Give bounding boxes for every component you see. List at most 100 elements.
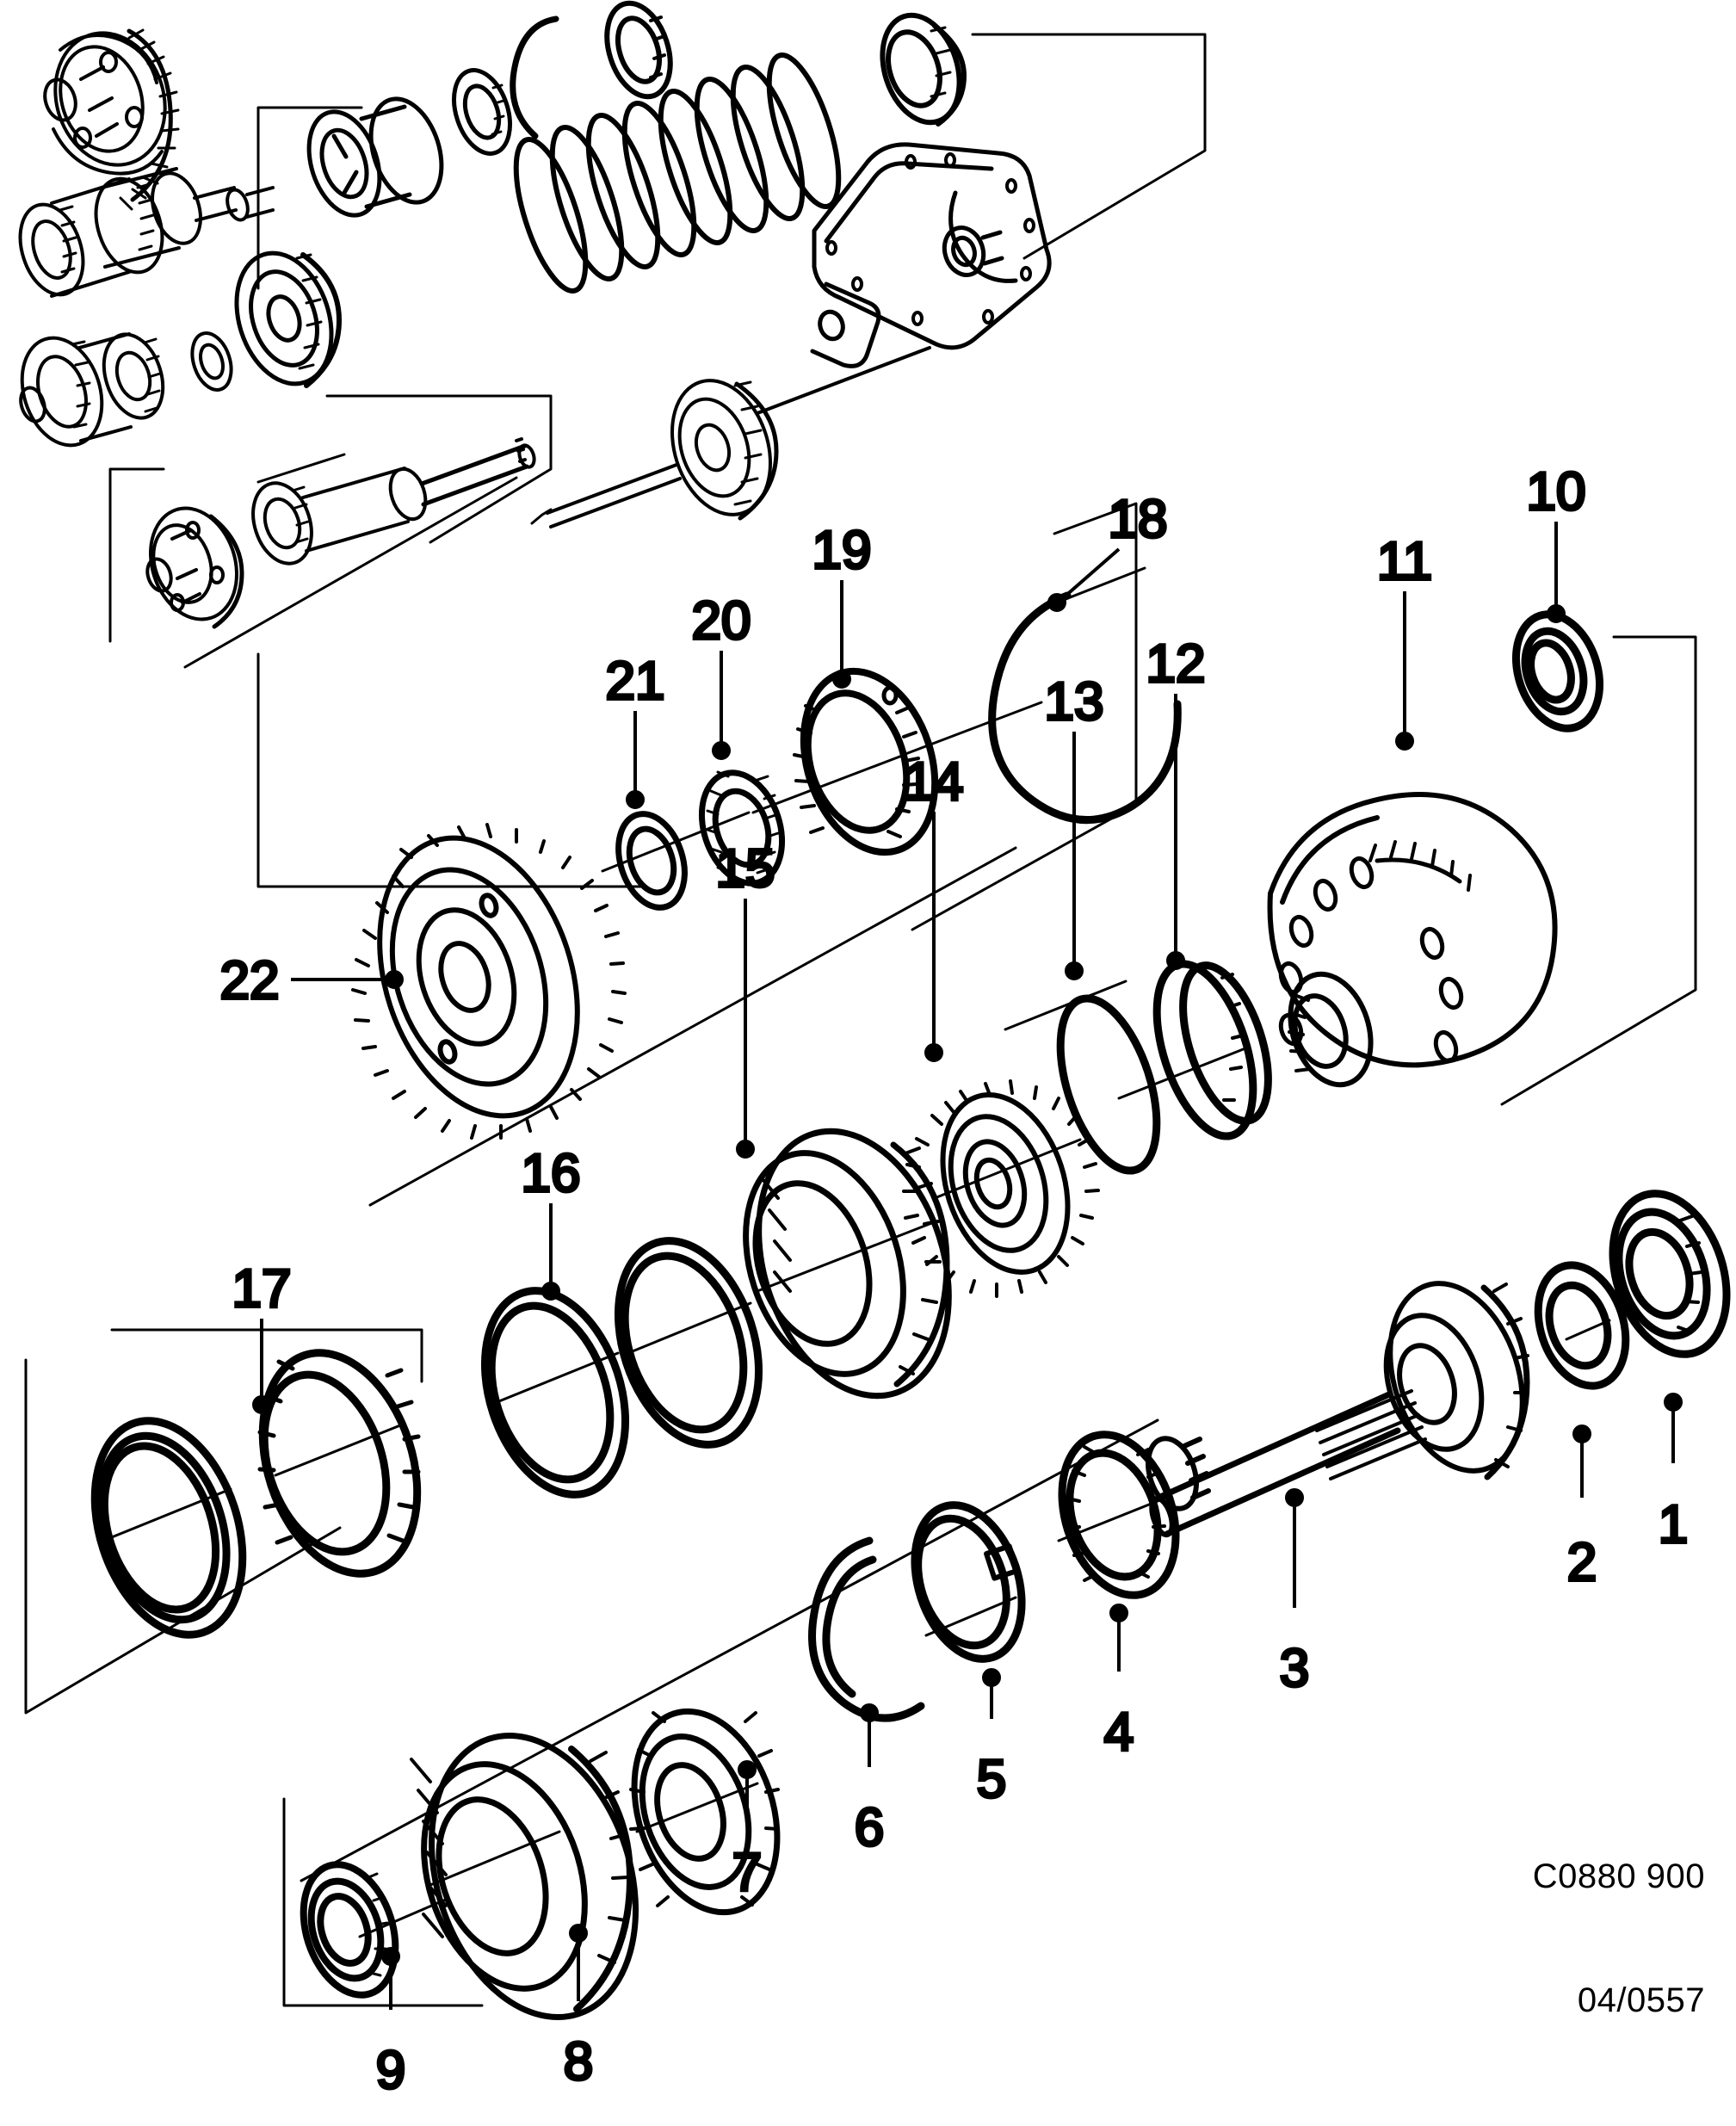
callout-10: 10 — [1525, 460, 1587, 623]
callout-10-label: 10 — [1527, 462, 1586, 522]
callout-18: 18 — [1047, 488, 1169, 612]
bevel-teeth-11 — [1368, 840, 1472, 892]
callout-14: 14 — [903, 751, 965, 1062]
needles-19 — [793, 704, 920, 838]
callout-16: 16 — [520, 1142, 582, 1301]
axis-indicator-lines — [102, 453, 1611, 1938]
part-differential-cage-top — [43, 28, 180, 211]
spline-teeth-11 — [1288, 993, 1312, 1072]
part-9-thrust-washer — [300, 1861, 399, 1999]
callout-11: 11 — [1375, 530, 1434, 751]
part-bearing-top-left — [452, 68, 512, 156]
gear-teeth-14 — [902, 1079, 1100, 1298]
part-snap-ring-top — [510, 15, 559, 139]
part-6-circlip — [808, 1536, 925, 1722]
part-roller-sleeve-shaft — [251, 437, 536, 565]
part-12-bearing-outer-race — [1152, 960, 1272, 1140]
part-clutch-drum — [306, 96, 444, 218]
callout-19-label: 19 — [812, 521, 872, 580]
callout-5: 5 — [975, 1668, 1008, 1811]
callout-9-label: 9 — [376, 2041, 405, 2100]
bracket-top-right — [971, 33, 1207, 260]
part-2-bearing-race — [1534, 1261, 1630, 1390]
callout-4-label: 4 — [1104, 1703, 1134, 1762]
callout-5-label: 5 — [977, 1750, 1006, 1809]
drawing-footer: C0880 900 04/0557 — [1533, 1773, 1705, 2104]
callout-22: 22 — [219, 949, 404, 1012]
callout-2: 2 — [1566, 1425, 1598, 1594]
part-5-snap-ring — [911, 1501, 1026, 1663]
rollers-1 — [1677, 1214, 1703, 1333]
callout-16-label: 16 — [522, 1144, 581, 1203]
callout-7: 7 — [731, 1760, 763, 1904]
callout-8: 8 — [562, 1924, 595, 2093]
part-clutch-plate-stack — [513, 53, 842, 294]
gear-teeth-22 — [351, 823, 627, 1140]
callout-21: 21 — [604, 650, 666, 809]
callout-21-label: 21 — [606, 652, 665, 711]
callout-15: 15 — [714, 837, 776, 1159]
bracket-bottom — [282, 1418, 1159, 2007]
bracket-top-left — [108, 106, 518, 669]
part-planet-carrier-left — [19, 332, 165, 448]
part-16-friction-ring — [480, 1287, 630, 1499]
bracket-centre — [256, 652, 1017, 1207]
part-washer-pair-left — [190, 331, 233, 392]
part-21-spacer-ring — [615, 811, 688, 911]
serrations-20 — [706, 770, 780, 875]
part-roller-bearing-top-right — [880, 12, 967, 127]
part-17-outer-synchro-ring — [90, 1417, 247, 1639]
part-3-input-shaft — [1149, 1281, 1530, 1538]
callout-2-label: 2 — [1567, 1533, 1597, 1592]
part-synchro-ring-top — [604, 0, 673, 100]
callout-22-label: 22 — [220, 951, 280, 1010]
part-22-crown-wheel — [351, 823, 627, 1140]
part-15-synchro-hub-sleeve — [743, 1128, 952, 1400]
gear-teeth-7 — [629, 1711, 780, 1907]
callout-15-label: 15 — [716, 839, 775, 899]
part-transmission-end-cover — [810, 142, 1052, 368]
callout-20-label: 20 — [692, 591, 751, 651]
callout-9: 9 — [374, 1947, 407, 2102]
callout-13-label: 13 — [1045, 672, 1104, 732]
callout-6-label: 6 — [855, 1798, 884, 1857]
part-10-oil-seal — [1511, 610, 1604, 732]
callout-11-label: 11 — [1377, 532, 1432, 591]
callout-14-label: 14 — [905, 752, 964, 812]
part-1-tapered-roller-bearing — [1609, 1190, 1731, 1358]
callout-1-label: 1 — [1659, 1495, 1688, 1554]
callout-4: 4 — [1103, 1604, 1135, 1764]
callout-layer: 1 2 3 4 5 — [219, 460, 1690, 2102]
callout-18-label: 18 — [1109, 490, 1168, 549]
callout-12: 12 — [1145, 633, 1207, 970]
drawing-number: C0880 900 — [1532, 1857, 1705, 1895]
part-14-speedo-drive-gear — [902, 1079, 1100, 1298]
part-mainshaft-gear-cluster — [18, 167, 275, 298]
callout-12-label: 12 — [1146, 634, 1206, 694]
part-18-retaining-ring — [988, 591, 1182, 824]
dog-teeth — [257, 1359, 421, 1545]
callout-7-label: 7 — [732, 1843, 762, 1902]
callout-20: 20 — [690, 590, 752, 760]
part-idler-gear-shaft — [530, 346, 931, 528]
callout-13: 13 — [1043, 671, 1105, 980]
callout-17: 17 — [231, 1258, 293, 1414]
bracket-mid-left — [325, 394, 553, 544]
part-ring-gear-upper — [234, 250, 342, 388]
callout-19: 19 — [811, 519, 873, 689]
part-friction-ring-second — [614, 1237, 763, 1449]
part-11-differential-housing — [1267, 791, 1558, 1088]
shaft-splines — [1315, 1389, 1427, 1480]
bracket-right — [911, 502, 1697, 1106]
callout-3: 3 — [1278, 1488, 1311, 1700]
part-20-thrust-washer — [698, 769, 786, 887]
part-small-spline-gear-bottom — [1146, 1436, 1211, 1511]
callout-6: 6 — [853, 1703, 886, 1859]
callout-17-label: 17 — [232, 1259, 292, 1319]
part-8-gear-wheel — [410, 1733, 639, 2020]
revision-code: 04/0557 — [1577, 1981, 1705, 2019]
callout-1: 1 — [1657, 1393, 1690, 1556]
callout-8-label: 8 — [564, 2032, 593, 2092]
